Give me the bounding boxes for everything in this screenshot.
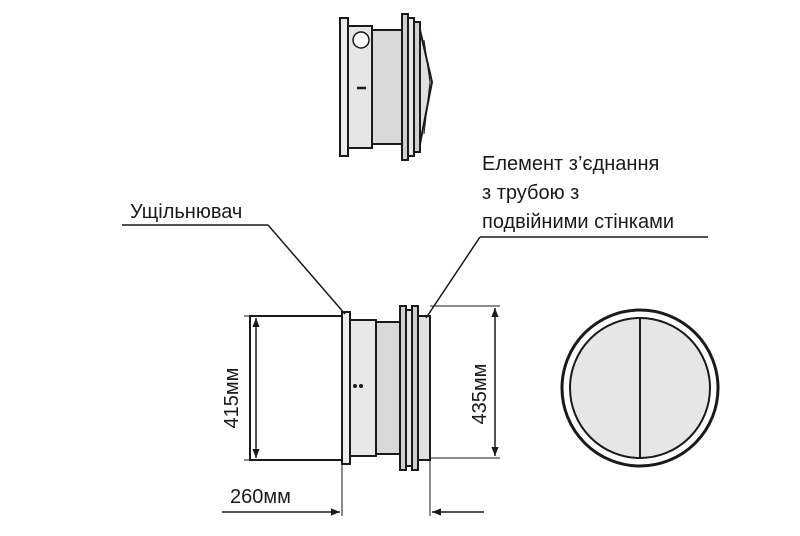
- seal-label: Ущільнювач: [130, 201, 242, 223]
- dim-right-diameter-label: 435мм: [469, 364, 491, 425]
- end-view: [560, 308, 720, 468]
- leaders: [122, 224, 708, 319]
- side-cylinder-mid: [375, 321, 401, 455]
- top-circle-mark: [352, 31, 370, 49]
- side-hole-2: [359, 384, 363, 388]
- dimension-lines: [222, 305, 500, 516]
- connector-label-line-3: подвійними стінками: [482, 211, 674, 233]
- side-neck: [349, 319, 377, 457]
- side-seal-flange: [341, 311, 351, 465]
- dim-length-label: 260мм: [230, 486, 291, 508]
- connector-label-line-2: з трубою з: [482, 182, 579, 204]
- connector-label-line-1: Елемент з’єднання: [482, 153, 659, 175]
- top-nose: [419, 29, 434, 145]
- side-cylinder-left: [249, 315, 343, 461]
- side-sleeve-right: [417, 315, 431, 461]
- side-hole-1: [353, 384, 357, 388]
- top-view: [339, 13, 434, 161]
- top-cylinder: [371, 29, 403, 145]
- top-flange-left: [339, 17, 349, 157]
- side-view: [249, 305, 431, 471]
- dim-left-diameter-label: 415мм: [221, 368, 243, 429]
